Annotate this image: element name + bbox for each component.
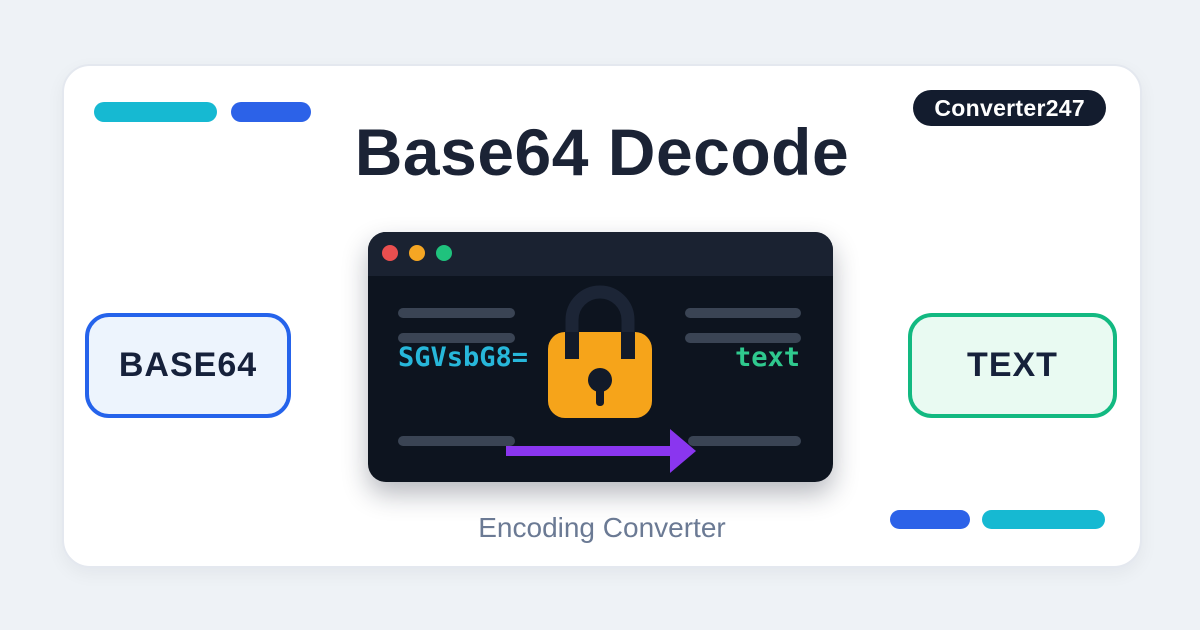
conversion-arrow-icon — [506, 429, 696, 473]
decoration-pill-blue — [231, 102, 311, 122]
terminal-window: SGVsbG8= text — [368, 232, 833, 482]
decoration-pill-cyan — [982, 510, 1105, 529]
decoration-pill-cyan — [94, 102, 217, 122]
window-close-dot-icon — [382, 245, 398, 261]
window-maximize-dot-icon — [436, 245, 452, 261]
placeholder-line — [398, 333, 515, 343]
subtitle: Encoding Converter — [478, 512, 726, 543]
source-format-label: BASE64 — [118, 346, 258, 384]
decoded-sample-text: text — [734, 342, 800, 373]
decoration-pill-blue — [890, 510, 970, 529]
placeholder-line — [688, 436, 801, 446]
target-format-label: TEXT — [967, 346, 1058, 384]
brand-badge: Converter247 — [913, 90, 1106, 126]
placeholder-line — [398, 436, 515, 446]
placeholder-line — [398, 308, 515, 318]
source-format-chip: BASE64 — [85, 313, 291, 418]
page-title: Base64 Decode — [354, 115, 850, 189]
placeholder-line — [685, 308, 801, 318]
padlock-icon — [548, 285, 652, 418]
target-format-chip: TEXT — [908, 313, 1117, 418]
brand-badge-label: Converter247 — [934, 94, 1085, 121]
terminal-titlebar — [368, 232, 833, 276]
window-minimize-dot-icon — [409, 245, 425, 261]
preview-card: Converter247 Base64 Decode SGVsbG8= text — [62, 64, 1142, 568]
encoded-sample-text: SGVsbG8= — [398, 342, 529, 373]
placeholder-line — [685, 333, 801, 343]
